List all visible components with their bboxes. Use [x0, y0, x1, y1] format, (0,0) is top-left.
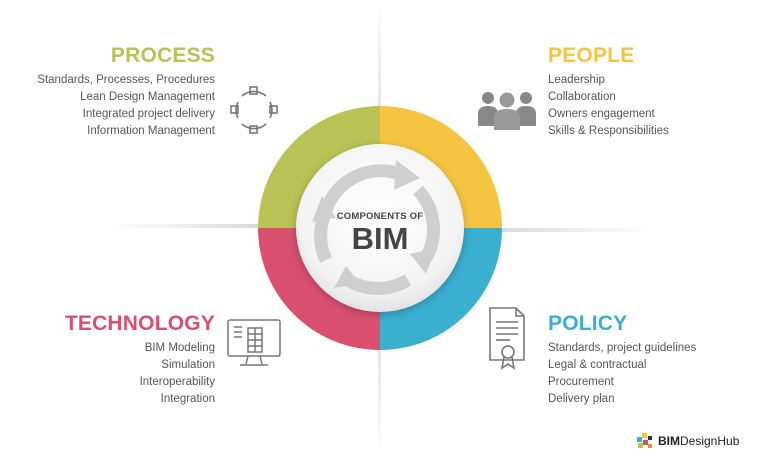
bim-ring-diagram [258, 106, 502, 350]
horizontal-divider-right [380, 228, 650, 232]
people-group-icon [478, 92, 536, 130]
people-item: Skills & Responsibilities [548, 125, 669, 137]
policy-items: Standards, project guidelines Legal & co… [548, 340, 696, 408]
process-item: Integrated project delivery [82, 108, 215, 120]
technology-item: Integration [160, 393, 215, 405]
certificate-document-icon [489, 307, 525, 370]
people-item: Owners engagement [548, 108, 655, 120]
computer-building-icon [227, 319, 281, 366]
policy-item: Legal & contractual [548, 359, 647, 371]
bimdesignhub-logo: BIMDesignHub [636, 432, 739, 450]
logo-text-bim: BIM [658, 434, 680, 448]
policy-item: Delivery plan [548, 393, 615, 405]
center-title: BIM [351, 221, 409, 256]
center-subtitle: COMPONENTS OF [336, 211, 424, 222]
people-items: Leadership Collaboration Owners engageme… [548, 72, 669, 140]
process-title: PROCESS [110, 44, 215, 67]
policy-item: Standards, project guidelines [548, 342, 697, 354]
technology-title: TECHNOLOGY [64, 312, 215, 335]
logo-text: BIMDesignHub [658, 434, 739, 448]
people-title: PEOPLE [548, 44, 635, 67]
horizontal-divider-left [110, 224, 380, 228]
process-item: Standards, Processes, Procedures [37, 74, 215, 86]
technology-item: BIM Modeling [144, 342, 215, 354]
process-item: Information Management [87, 125, 215, 137]
process-items: Standards, Processes, Procedures Lean De… [37, 72, 215, 140]
logo-text-rest: DesignHub [680, 434, 740, 448]
technology-item: Simulation [161, 359, 215, 371]
technology-items: BIM Modeling Simulation Interoperability… [140, 340, 215, 408]
process-item: Lean Design Management [80, 91, 215, 103]
people-item: Leadership [548, 74, 605, 86]
cycle-icon [230, 86, 278, 134]
technology-item: Interoperability [139, 376, 215, 388]
policy-item: Procurement [548, 376, 614, 388]
people-item: Collaboration [548, 91, 616, 103]
policy-title: POLICY [548, 312, 628, 335]
cubes-logo-icon [637, 433, 652, 448]
